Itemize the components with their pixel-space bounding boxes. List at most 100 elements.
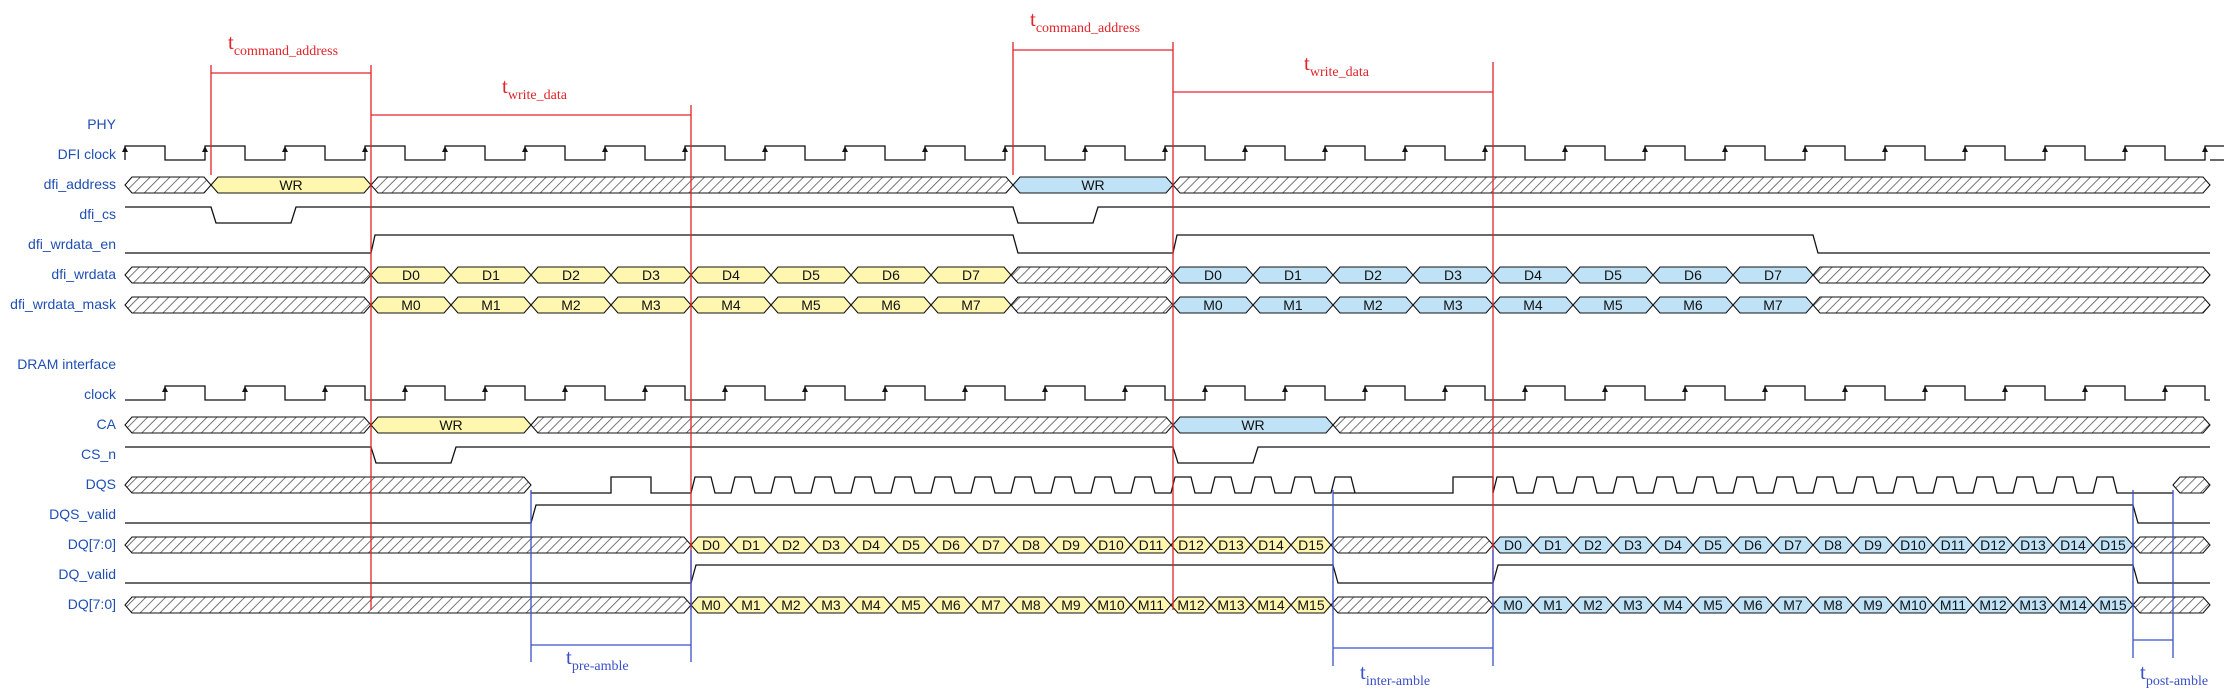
dfi-wrdata-word-label: D6	[882, 267, 900, 283]
dq-data-word-label: D7	[982, 537, 1000, 553]
dq-mask-word-label: M0	[1503, 597, 1523, 613]
label-dqs-valid: DQS_valid	[49, 506, 116, 522]
t-command-address-2: tcommand_address	[1030, 7, 1140, 36]
cs-n-wave	[125, 446, 2210, 464]
dram-clock-wave-edge-arrow	[1282, 386, 1288, 392]
t-write-data-2: twrite_data	[1304, 51, 1370, 80]
dq-mask-word-label: M7	[1783, 597, 1803, 613]
label-dfi-wrdata-en: dfi_wrdata_en	[28, 236, 116, 252]
dfi-wrdata-word-idle	[124, 266, 372, 284]
dq-mask-word-label: M15	[2099, 597, 2126, 613]
dq-mask-word-label: M1	[1543, 597, 1563, 613]
dq-data-word-label: D1	[1544, 537, 1562, 553]
dq-mask-word-label: M4	[1663, 597, 1683, 613]
dfi-clock-wave-edge-arrow	[1722, 146, 1728, 152]
dfi-clock-wave-edge-arrow	[1242, 146, 1248, 152]
dfi-wrdata-mask-word-label: M2	[561, 297, 581, 313]
label-dfi-cs: dfi_cs	[79, 206, 116, 222]
dq-mask-word-label: M8	[1823, 597, 1843, 613]
dram-clock-wave-edge-arrow	[322, 386, 328, 392]
ca-wr-1-label: WR	[439, 417, 462, 433]
dq-mask-word-label: M8	[1021, 597, 1041, 613]
label-dq-mask: DQ[7:0]	[68, 596, 116, 612]
dq-data-word-label: D9	[1062, 537, 1080, 553]
dfi-address-idle	[370, 176, 1014, 194]
dq-data-word-label: D15	[1298, 537, 1324, 553]
dq-data-word-label: D6	[1744, 537, 1762, 553]
dram-clock-wave-edge-arrow	[1602, 386, 1608, 392]
dfi-clock-wave-edge-arrow	[922, 146, 928, 152]
dq-mask-word-label: M3	[1623, 597, 1643, 613]
dram-clock-wave-edge-arrow	[1122, 386, 1128, 392]
dram-clock-wave-edge-arrow	[882, 386, 888, 392]
dram-clock-wave-edge-arrow	[962, 386, 968, 392]
dq-mask-word-label: M14	[2059, 597, 2086, 613]
dfi-clock-wave-edge-arrow	[122, 146, 128, 152]
dqs-wave	[531, 476, 2173, 494]
dq-mask-word-label: M2	[1583, 597, 1603, 613]
dq-mask-word-label: M6	[941, 597, 961, 613]
timing-annotations: tcommand_address twrite_data tcommand_ad…	[228, 7, 2208, 689]
dq-data-word-label: D10	[1900, 537, 1926, 553]
label-clock: clock	[84, 386, 117, 402]
dq-mask-word-label: M3	[821, 597, 841, 613]
dfi-clock-wave-edge-arrow	[202, 146, 208, 152]
dq-data-word-label: D1	[742, 537, 760, 553]
dfi-wrdata-mask-word-label: M5	[801, 297, 821, 313]
label-dq-data: DQ[7:0]	[68, 536, 116, 552]
dram-clock-wave-edge-arrow	[1682, 386, 1688, 392]
dfi-wrdata-word-label: D5	[802, 267, 820, 283]
dram-clock-wave-edge-arrow	[2162, 386, 2168, 392]
dq-data-word-label: D9	[1864, 537, 1882, 553]
dq-data-word-label: D11	[1941, 537, 1966, 553]
label-cs-n: CS_n	[81, 446, 116, 462]
dfi-clock-wave-edge-arrow	[1562, 146, 1568, 152]
dfi-wrdata-word-label: D4	[1524, 267, 1542, 283]
dfi-clock-wave-edge-arrow	[682, 146, 688, 152]
dq-mask-word-idle	[2132, 596, 2211, 614]
dram-clock-wave-edge-arrow	[2002, 386, 2008, 392]
dq-data-word-label: D10	[1098, 537, 1124, 553]
t-write-data-1: twrite_data	[502, 74, 568, 103]
dfi-wrdata-mask-word-label: M4	[1523, 297, 1543, 313]
dfi-wrdata-mask-word-label: M3	[1443, 297, 1463, 313]
dram-clock-wave	[125, 385, 2210, 401]
dq-mask-word-label: M1	[741, 597, 761, 613]
dfi-address-wr-1-label: WR	[279, 177, 302, 193]
dq-mask-word-label: M4	[861, 597, 881, 613]
dq-mask-word-label: M7	[981, 597, 1001, 613]
dq-data-word-idle	[1330, 536, 1494, 554]
dq-data-word-label: D12	[1178, 537, 1204, 553]
dfi-wrdata-mask-word-label: M6	[881, 297, 901, 313]
dq-mask-word-label: M11	[1940, 597, 1966, 613]
dfi-wrdata-mask-word-label: M4	[721, 297, 741, 313]
dfi-wrdata-word-idle	[1812, 266, 2211, 284]
dfi-wrdata-mask-word-label: M7	[961, 297, 981, 313]
dfi-wrdata-word-label: D1	[1284, 267, 1302, 283]
dfi-clock-wave-edge-arrow	[762, 146, 768, 152]
dfi-wrdata-word-label: D0	[1204, 267, 1222, 283]
dfi-wrdata-mask-word-label: M3	[641, 297, 661, 313]
dfi-wrdata-word-label: D0	[402, 267, 420, 283]
dfi-wrdata-word-label: D3	[1444, 267, 1462, 283]
dfi-wrdata-mask-word-label: M0	[401, 297, 421, 313]
dq-data-word-label: D4	[862, 537, 880, 553]
dfi-clock-wave-edge-arrow	[362, 146, 368, 152]
dram-clock-wave-edge-arrow	[642, 386, 648, 392]
dfi-clock-wave-edge-arrow	[1882, 146, 1888, 152]
dfi-wrdata-word-label: D1	[482, 267, 500, 283]
dfi-cs-wave	[125, 206, 2210, 224]
dram-clock-wave-edge-arrow	[1042, 386, 1048, 392]
label-ca: CA	[97, 416, 117, 432]
dfi-wrdata-mask-word-label: M0	[1203, 297, 1223, 313]
dfi-clock-wave-edge-arrow	[1802, 146, 1808, 152]
ca-idle	[1332, 416, 2211, 434]
dq-data-word-label: D12	[1980, 537, 2006, 553]
dq-data-word-label: D0	[702, 537, 720, 553]
dram-clock-wave-edge-arrow	[1762, 386, 1768, 392]
dram-clock-wave-edge-arrow	[1202, 386, 1208, 392]
label-dfi-clock: DFI clock	[58, 146, 117, 162]
dfi-clock-wave-edge-arrow	[2202, 146, 2208, 152]
